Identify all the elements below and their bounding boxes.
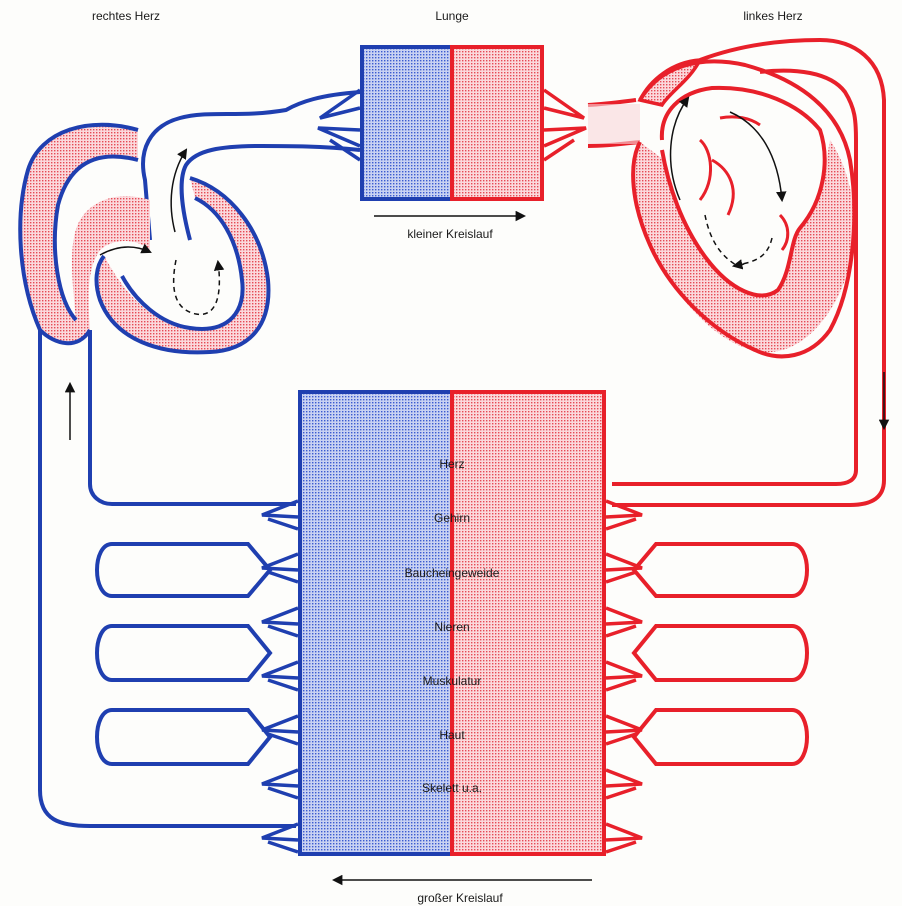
- venous-fork: [262, 662, 298, 690]
- left-valve-cords: [700, 117, 788, 250]
- left-ventricle-dashed-path: [705, 215, 772, 265]
- venous-loop: [97, 626, 270, 680]
- organ-label-skin: Haut: [439, 728, 465, 742]
- arterial-fork: [606, 554, 642, 582]
- organ-label-abdominal-organs: Baucheingeweide: [405, 566, 500, 580]
- left-heart-label: linkes Herz: [743, 9, 802, 23]
- vena-cava-inner: [90, 330, 296, 504]
- organ-label-skeleton: Skelett u.a.: [422, 781, 482, 795]
- venous-fork: [262, 554, 298, 582]
- arterial-loop: [634, 544, 807, 596]
- arterial-supply-loops: [634, 544, 807, 764]
- lung-box: [362, 47, 542, 199]
- right-atrium-inflow-arrow: [100, 247, 150, 255]
- arterial-fork: [606, 608, 642, 636]
- venous-fork: [262, 608, 298, 636]
- systemic-circulation-label: großer Kreislauf: [417, 891, 503, 905]
- venous-loop: [97, 544, 270, 596]
- left-ventricle-inflow-arrow: [730, 112, 782, 200]
- left-heart: [633, 60, 854, 356]
- arterial-loop: [634, 626, 807, 680]
- left-atrium-arrow: [671, 98, 688, 200]
- organ-label-heart: Herz: [439, 457, 464, 471]
- pulmonary-circulation-label: kleiner Kreislauf: [407, 227, 493, 241]
- venous-fork: [262, 824, 298, 852]
- pulmonary-vein-fill: [588, 104, 640, 144]
- arterial-fork: [606, 662, 642, 690]
- lung-outflow-branches: [544, 90, 586, 160]
- arterial-loop: [634, 710, 807, 764]
- venous-loop: [97, 710, 270, 764]
- right-heart-label: rechtes Herz: [92, 9, 160, 23]
- lung-label: Lunge: [435, 9, 469, 23]
- arterial-fork: [606, 770, 642, 798]
- lung-arterial-half: [452, 47, 542, 199]
- right-ventricle-dashed-arrow: [174, 260, 220, 314]
- organ-label-muscles: Muskulatur: [423, 674, 482, 688]
- lung-venous-half: [362, 47, 452, 199]
- venous-fork: [262, 770, 298, 798]
- organ-label-brain: Gehirn: [434, 511, 470, 525]
- venous-return-loops: [97, 544, 270, 764]
- left-ventricle-dashed-arrowhead: [734, 264, 744, 266]
- organ-label-kidneys: Nieren: [434, 620, 469, 634]
- left-atrium-wall: [640, 60, 700, 105]
- arterial-fork: [606, 824, 642, 852]
